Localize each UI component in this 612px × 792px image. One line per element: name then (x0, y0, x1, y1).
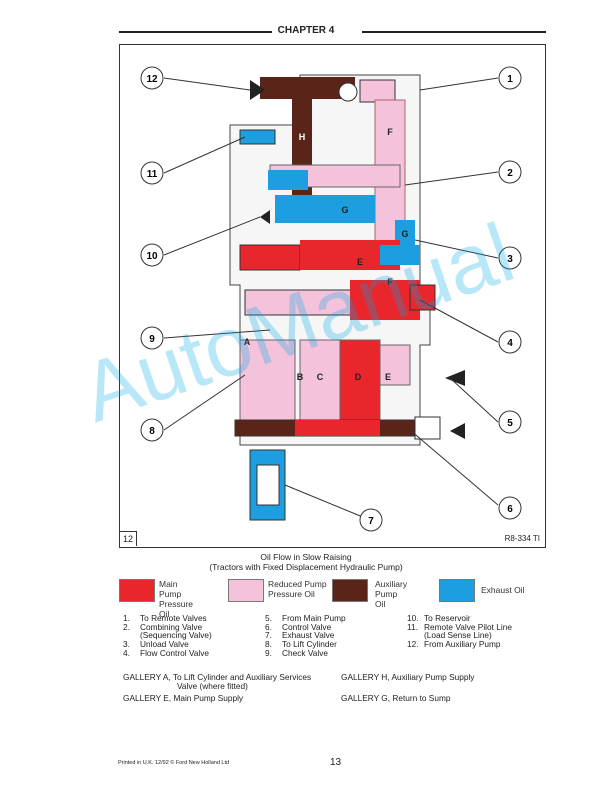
svg-text:3: 3 (507, 254, 513, 265)
svg-text:9: 9 (149, 334, 155, 345)
gallery-g: GALLERY G, Return to Sump (341, 693, 451, 703)
svg-text:7: 7 (368, 516, 374, 527)
callout-12: 12 (140, 66, 164, 90)
key-column-2: 5.From Main Pump 6.Control Valve 7.Exhau… (265, 613, 346, 658)
callout-5: 5 (498, 410, 522, 434)
svg-text:E: E (357, 257, 363, 267)
callout-3: 3 (498, 246, 522, 270)
gallery-e: GALLERY E, Main Pump Supply (123, 693, 244, 703)
header-rule-right (362, 31, 546, 33)
svg-text:5: 5 (507, 418, 513, 429)
header-rule-left (119, 31, 299, 33)
figure-caption: Oil Flow in Slow Raising (Tractors with … (209, 552, 403, 572)
exhaust-gallery-g (275, 195, 375, 223)
callout-1: 1 (498, 66, 522, 90)
callout-6: 6 (498, 496, 522, 520)
callout-4: 4 (498, 330, 522, 354)
svg-text:G: G (341, 205, 348, 215)
svg-text:E: E (385, 372, 391, 382)
chapter-heading: CHAPTER 4 (0, 25, 612, 36)
svg-text:B: B (297, 372, 304, 382)
callout-2: 2 (498, 160, 522, 184)
svg-text:4: 4 (507, 338, 513, 349)
callout-9: 9 (140, 326, 164, 350)
callout-8: 8 (140, 418, 164, 442)
svg-text:8: 8 (149, 426, 155, 437)
callout-11: 11 (140, 161, 164, 185)
svg-text:G: G (401, 229, 408, 239)
key-column-1: 1.To Remote Valves 2.Combining Valve (Se… (123, 613, 212, 658)
svg-text:6: 6 (507, 504, 513, 515)
svg-text:2: 2 (507, 168, 513, 179)
svg-text:11: 11 (147, 169, 158, 180)
svg-text:F: F (387, 127, 393, 137)
figure-number: 12 (120, 531, 137, 546)
figure-reference: R8-334 TI (504, 534, 540, 543)
gallery-h: GALLERY H, Auxiliary Pump Supply (341, 672, 475, 682)
figure-frame (119, 44, 546, 548)
svg-text:D: D (355, 372, 362, 382)
hydraulic-diagram: 12 11 10 9 8 1 2 3 4 5 6 7 H F G G E F A… (140, 66, 522, 532)
key-column-3: 10.To Reservoir 11.Remote Valve Pilot Li… (407, 613, 512, 650)
svg-text:F: F (387, 277, 393, 287)
svg-text:10: 10 (146, 251, 158, 262)
gallery-a: GALLERY A, To Lift Cylinder and Auxiliar… (123, 672, 312, 691)
printed-notice: Printed in U.K. 12/92 © Ford New Holland… (118, 760, 230, 766)
svg-text:12: 12 (146, 74, 158, 85)
svg-text:H: H (299, 132, 306, 142)
callout-10: 10 (140, 243, 164, 267)
callout-7: 7 (359, 508, 383, 532)
svg-text:C: C (317, 372, 324, 382)
page-number: 13 (330, 757, 342, 768)
svg-text:1: 1 (507, 74, 513, 85)
svg-text:A: A (244, 337, 251, 347)
